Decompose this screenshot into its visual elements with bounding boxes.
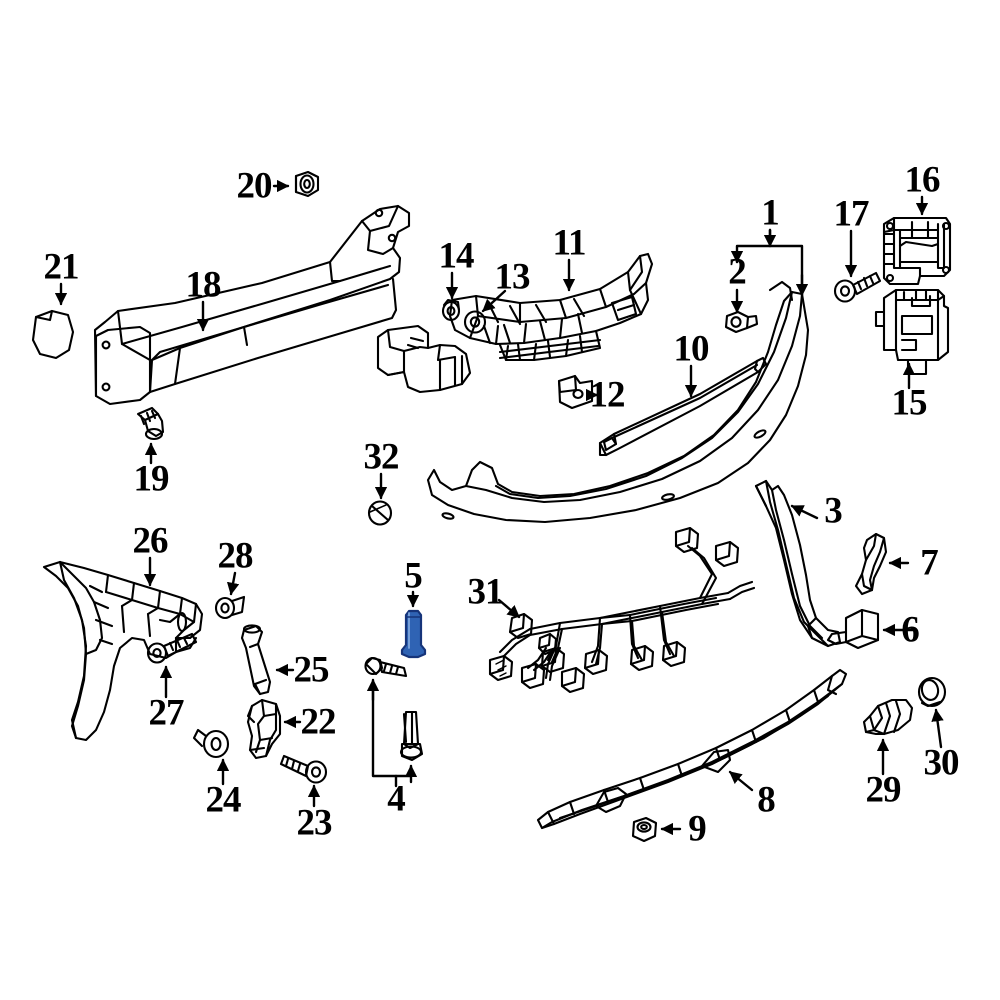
callout-label-18[interactable]: 18 [185,264,222,306]
callout-label-20[interactable]: 20 [236,165,273,207]
part-23-screw [279,754,328,784]
part-5-guide-pin-highlight [400,609,427,659]
callout-label-27[interactable]: 27 [148,692,185,734]
callout-label-26[interactable]: 26 [132,520,169,562]
callout-label-19[interactable]: 19 [133,458,170,500]
part-13-grommet [463,310,487,334]
callout-label-21[interactable]: 21 [43,246,80,288]
part-32-plug [367,500,393,526]
part-27-screw [146,632,198,664]
callout-label-22[interactable]: 22 [300,701,337,743]
part-6-side-bracket [826,608,880,650]
callout-label-31[interactable]: 31 [467,571,504,613]
callout-label-17[interactable]: 17 [833,193,870,235]
part-4-mounting-bolts [364,656,424,762]
part-30-retainer-ring [917,676,947,708]
part-19-bolt [136,406,165,441]
callout-label-12[interactable]: 12 [589,374,626,416]
part-26-side-bracket [42,560,204,742]
callout-label-13[interactable]: 13 [494,256,531,298]
callout-label-24[interactable]: 24 [205,779,242,821]
part-21-cover-cap [31,309,75,360]
callout-label-7[interactable]: 7 [920,542,938,584]
part-9-nut [631,816,658,843]
part-16-module-bracket [882,216,952,286]
part-18-impact-bar [93,204,411,406]
callout-label-30[interactable]: 30 [923,742,960,784]
part-24-push-pin [192,728,230,759]
part-20-nut [294,170,320,198]
callout-label-11[interactable]: 11 [552,222,587,264]
callout-label-3[interactable]: 3 [824,490,842,532]
callout-label-6[interactable]: 6 [901,609,919,651]
part-31-wiring-harness [488,526,756,694]
part-3-side-reinforcement [754,479,842,648]
part-12-bracket-plate [557,374,594,410]
part-14-grommet [441,298,461,322]
part-17-screw [833,271,882,303]
part-11-energy-absorber [376,252,654,394]
callout-label-1[interactable]: 1 [761,192,779,234]
callout-label-8[interactable]: 8 [757,779,775,821]
part-22-cover-guide [246,698,282,760]
callout-label-25[interactable]: 25 [293,649,330,691]
part-7-cover-clip [854,532,888,596]
callout-label-4[interactable]: 4 [387,778,405,820]
callout-label-14[interactable]: 14 [438,235,475,277]
part-8-lower-valance [536,668,848,830]
part-15-control-module [874,288,950,376]
part-29-sensor [862,698,914,736]
callout-label-5[interactable]: 5 [404,555,422,597]
part-2-retainer-clip [724,310,759,334]
callout-label-9[interactable]: 9 [688,808,706,850]
callout-label-23[interactable]: 23 [296,802,333,844]
part-28-clip [214,595,246,620]
callout-label-10[interactable]: 10 [673,328,710,370]
part-1-bumper-cover [426,280,810,524]
callout-label-29[interactable]: 29 [865,769,902,811]
part-25-alignment-pin [240,624,272,696]
callout-label-28[interactable]: 28 [217,535,254,577]
callout-label-16[interactable]: 16 [904,159,941,201]
callout-label-32[interactable]: 32 [363,436,400,478]
callout-label-2[interactable]: 2 [728,251,746,293]
callout-label-15[interactable]: 15 [891,382,928,424]
part-10-upper-seal [598,356,768,457]
